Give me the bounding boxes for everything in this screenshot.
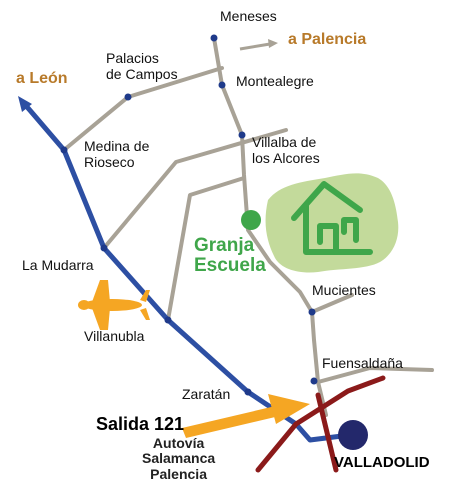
airplane-icon xyxy=(78,280,150,330)
house-icon xyxy=(291,181,373,255)
label-mucientes: Mucientes xyxy=(312,282,376,298)
road-villanubla-villalba xyxy=(166,176,246,322)
direction-leon: a León xyxy=(16,70,68,87)
dot-villalba xyxy=(238,131,246,139)
dot-palacios xyxy=(124,93,132,101)
label-meneses: Meneses xyxy=(220,8,277,24)
label-granja-escuela: Granja Escuela xyxy=(194,235,266,276)
ring-road xyxy=(255,375,386,473)
exit-arrow xyxy=(182,394,310,438)
direction-palencia: a Palencia xyxy=(288,31,367,48)
road-mudarra-villalba xyxy=(102,128,288,250)
dot-fuensaldana xyxy=(310,377,318,385)
dot-meneses xyxy=(210,34,218,42)
dot-villanubla xyxy=(164,316,172,324)
road-fuensaldana-east xyxy=(316,366,434,384)
label-exit-highways: Autovía Salamanca Palencia xyxy=(142,435,216,482)
dot-mudarra xyxy=(100,244,108,252)
label-palacios: Palacios de Campos xyxy=(106,50,178,83)
label-montealegre: Montealegre xyxy=(236,73,314,89)
label-zaratan: Zaratán xyxy=(182,386,231,402)
label-fuensaldana: Fuensaldaña xyxy=(322,355,403,371)
leon-arrow xyxy=(18,96,44,126)
highway-n601 xyxy=(25,105,345,443)
valladolid-marker xyxy=(338,420,368,450)
farm-area xyxy=(265,173,399,273)
label-exit: Salida 121 xyxy=(96,414,185,434)
palencia-arrow xyxy=(239,39,278,51)
label-medina: Medina de Rioseco xyxy=(84,138,150,171)
town-dots xyxy=(60,34,318,396)
label-villanubla: Villanubla xyxy=(84,328,145,344)
dot-zaratan xyxy=(244,388,252,396)
dot-montealegre xyxy=(218,81,226,89)
dot-medina xyxy=(60,146,68,154)
label-mudarra: La Mudarra xyxy=(22,257,94,273)
farm-marker xyxy=(241,210,261,230)
road-mucientes-east xyxy=(310,293,354,314)
label-valladolid: VALLADOLID xyxy=(334,454,430,471)
road-meneses-valladolid xyxy=(212,36,328,417)
label-villalba: Villalba de los Alcores xyxy=(252,134,320,167)
dot-mucientes xyxy=(308,308,316,316)
